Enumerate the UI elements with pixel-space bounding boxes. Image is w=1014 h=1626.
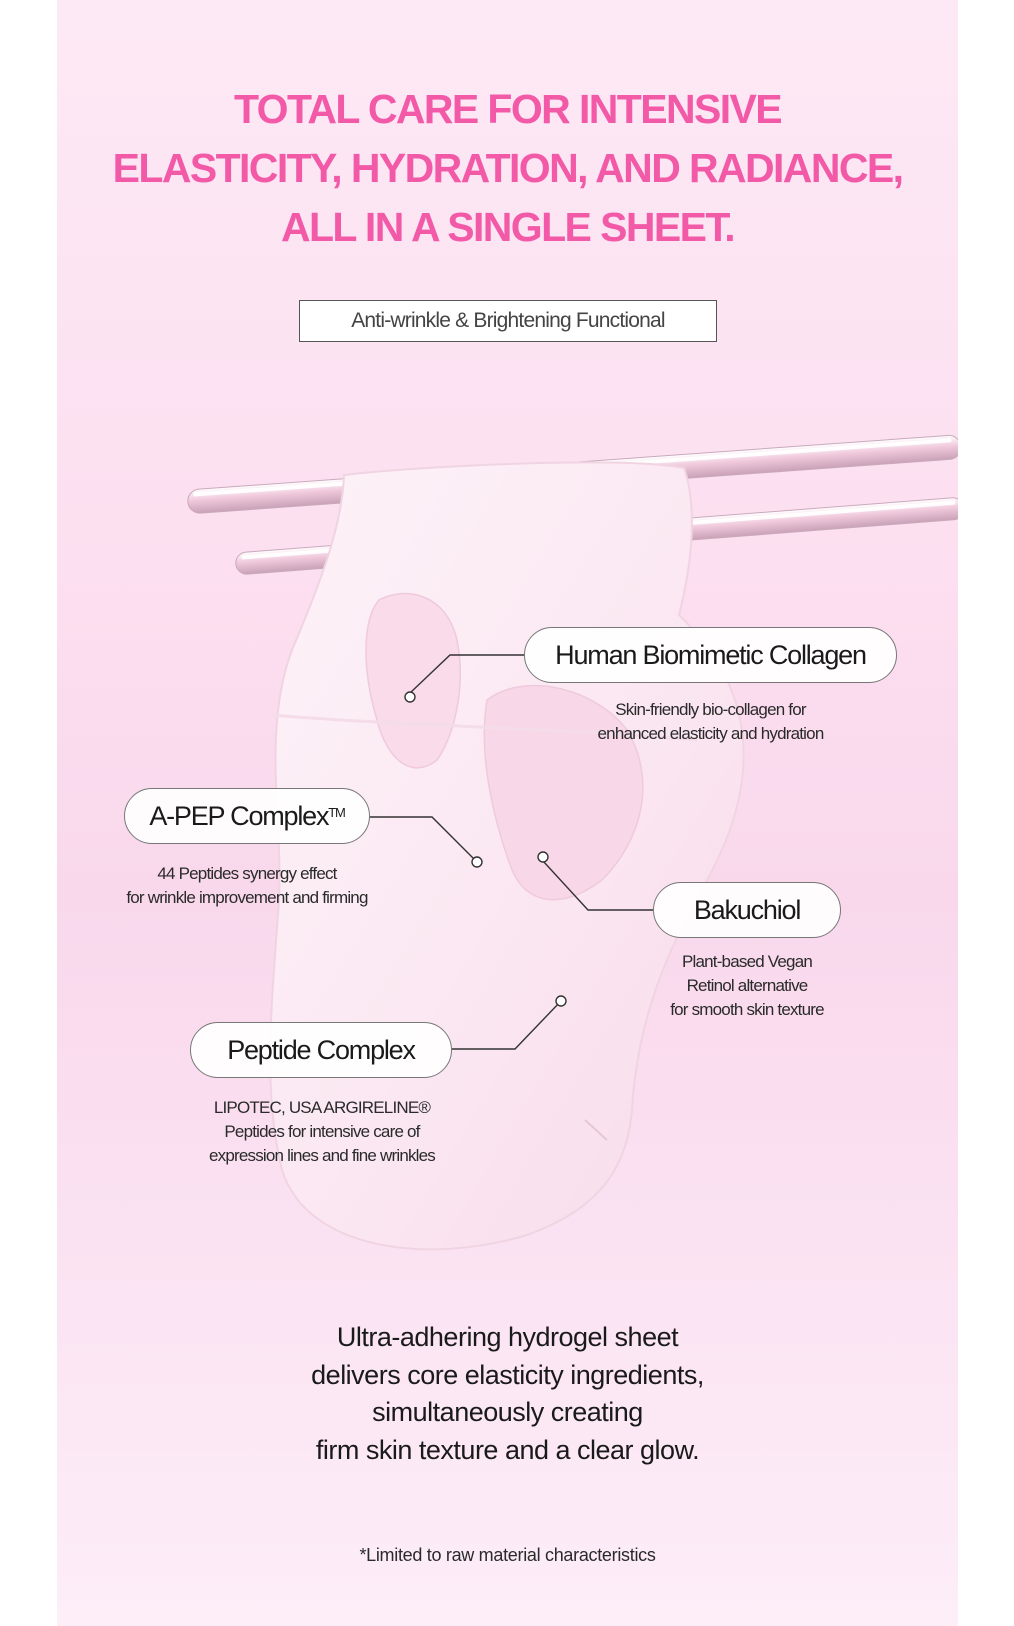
collagen-desc-line: Skin-friendly bio-collagen for xyxy=(615,700,806,719)
bakuchiol-desc-line: Retinol alternative xyxy=(686,976,809,995)
apep-description: 44 Peptides synergy effect for wrinkle i… xyxy=(97,862,397,910)
bakuchiol-label: Bakuchiol xyxy=(653,882,841,938)
peptide-connector xyxy=(452,1000,562,1050)
body-copy-line: simultaneously creating xyxy=(372,1397,643,1427)
apep-label-text: A-PEP Complex xyxy=(149,800,329,831)
bakuchiol-connector xyxy=(542,860,653,911)
apep-desc-line: 44 Peptides synergy effect xyxy=(157,864,337,883)
headline-line-3: ALL IN A SINGLE SHEET. xyxy=(280,204,736,250)
collagen-desc-line: enhanced elasticity and hydration xyxy=(597,724,825,743)
apep-connector xyxy=(370,816,478,863)
body-copy-line: delivers core elasticity ingredients, xyxy=(311,1359,704,1390)
bakuchiol-label-text: Bakuchiol xyxy=(693,894,801,925)
collagen-marker xyxy=(404,691,416,703)
headline-line-2: ELASTICITY, HYDRATION, AND RADIANCE, xyxy=(112,145,904,191)
collagen-label: Human Biomimetic Collagen xyxy=(524,627,897,683)
body-copy-line: Ultra-adhering hydrogel sheet xyxy=(336,1322,679,1352)
footnote: *Limited to raw material characteristics xyxy=(359,1545,656,1565)
peptide-desc-line: expression lines and fine wrinkles xyxy=(208,1146,436,1165)
body-copy: Ultra-adhering hydrogel sheet delivers c… xyxy=(57,1319,958,1469)
peptide-label: Peptide Complex xyxy=(190,1022,452,1078)
headline-line-1: TOTAL CARE FOR INTENSIVE xyxy=(233,86,783,132)
bakuchiol-marker xyxy=(537,851,549,863)
functional-badge: Anti-wrinkle & Brightening Functional xyxy=(299,300,717,342)
bakuchiol-description: Plant-based Vegan Retinol alternative fo… xyxy=(627,950,867,1022)
apep-marker xyxy=(471,856,483,868)
peptide-desc-line: Peptides for intensive care of xyxy=(224,1122,420,1141)
apep-desc-line: for wrinkle improvement and firming xyxy=(126,888,368,907)
bakuchiol-desc-line: Plant-based Vegan xyxy=(681,952,813,971)
product-detail-panel: TOTAL CARE FOR INTENSIVE ELASTICITY, HYD… xyxy=(57,0,958,1626)
body-copy-line: firm skin texture and a clear glow. xyxy=(315,1434,700,1465)
functional-badge-label: Anti-wrinkle & Brightening Functional xyxy=(351,309,665,332)
collagen-description: Skin-friendly bio-collagen for enhanced … xyxy=(524,698,897,746)
bakuchiol-desc-line: for smooth skin texture xyxy=(670,1000,824,1019)
collagen-connector xyxy=(409,654,524,694)
headline: TOTAL CARE FOR INTENSIVE ELASTICITY, HYD… xyxy=(57,80,958,257)
collagen-label-text: Human Biomimetic Collagen xyxy=(555,639,867,670)
peptide-label-text: Peptide Complex xyxy=(227,1034,416,1065)
trademark-symbol: TM xyxy=(328,804,346,820)
peptide-marker xyxy=(555,995,567,1007)
peptide-desc-line: LIPOTEC, USA ARGIRELINE® xyxy=(213,1098,431,1117)
peptide-description: LIPOTEC, USA ARGIRELINE® Peptides for in… xyxy=(172,1096,472,1168)
